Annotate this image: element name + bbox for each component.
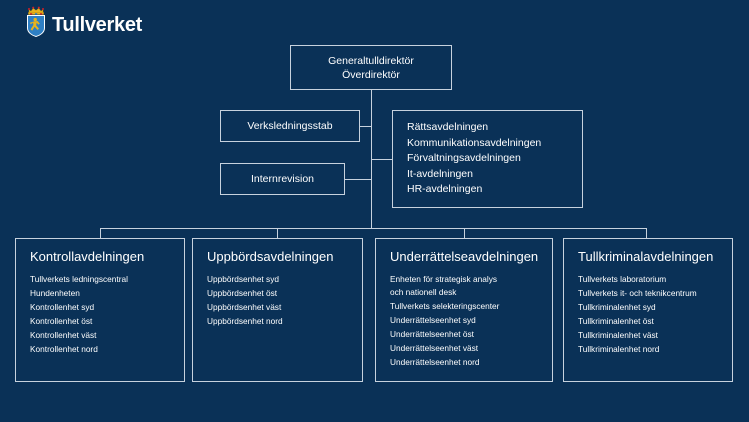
node-verksledningsstab: Verksledningsstab — [220, 110, 360, 142]
node-departments-list: Rättsavdelningen Kommunikationsavdelning… — [392, 110, 583, 208]
node-internrevision-label: Internrevision — [250, 173, 315, 185]
division-title: Underrättelseavdelningen — [390, 249, 539, 264]
division-underrattelseavdelningen: Underrättelseavdelningen Enheten för str… — [375, 238, 553, 382]
division-unit: Kontrollenhet nord — [30, 344, 98, 354]
division-unit: Uppbördsenhet syd — [207, 274, 279, 284]
connector-internrevision — [345, 179, 372, 180]
division-unit: Tullverkets it- och teknikcentrum — [578, 288, 697, 298]
node-verksledningsstab-label: Verksledningsstab — [247, 120, 333, 132]
brand-wordmark: Tullverket — [52, 13, 142, 36]
division-uppbordsavdelningen: Uppbördsavdelningen Uppbördsenhet syd Up… — [192, 238, 363, 382]
division-title: Uppbördsavdelningen — [207, 249, 334, 264]
division-unit: Hundenheten — [30, 288, 80, 298]
division-unit: Underrättelseenhet nord — [390, 356, 480, 367]
tullverket-coat-of-arms-icon — [24, 5, 48, 38]
division-unit: Underrättelseenhet syd — [390, 314, 476, 325]
division-unit: Underrättelseenhet väst — [390, 342, 479, 353]
department-item: HR-avdelningen — [407, 183, 483, 195]
division-unit: Tullverkets selekteringscenter — [390, 300, 500, 311]
division-unit: Tullkriminalenhet väst — [578, 330, 658, 340]
node-generaltulldirektor-line2: Överdirektör — [342, 68, 400, 81]
division-unit: Uppbördsenhet väst — [207, 302, 282, 312]
department-item: Rättsavdelningen — [407, 121, 489, 133]
division-unit: Tullkriminalenhet öst — [578, 316, 654, 326]
division-kontrollavdelningen: Kontrollavdelningen Tullverkets lednings… — [15, 238, 185, 382]
connector-drop-tullkriminalavdelningen — [646, 228, 647, 239]
division-unit: Enheten för strategisk analys och nation… — [390, 274, 497, 297]
division-unit: Tullverkets laboratorium — [578, 274, 667, 284]
division-unit: Tullverkets ledningscentral — [30, 274, 128, 284]
division-unit: Kontrollenhet öst — [30, 316, 93, 326]
connector-drop-kontrollavdelningen — [100, 228, 101, 239]
division-unit: Kontrollenhet syd — [30, 302, 95, 312]
division-unit: Underrättelseenhet öst — [390, 328, 474, 339]
connector-drop-underrattelseavdelningen — [464, 228, 465, 239]
department-item: It-avdelningen — [407, 167, 473, 180]
department-item: Kommunikationsavdelningen — [407, 136, 542, 149]
division-unit: Uppbördsenhet nord — [207, 316, 283, 326]
department-item: Förvaltningsavdelningen — [407, 152, 521, 164]
division-unit: Tullkriminalenhet syd — [578, 302, 656, 312]
tullverket-logo: Tullverket — [24, 5, 142, 38]
connector-drop-uppbordsavdelningen — [277, 228, 278, 239]
connector-division-bus — [100, 228, 646, 229]
division-title: Kontrollavdelningen — [30, 249, 145, 264]
division-tullkriminalavdelningen: Tullkriminalavdelningen Tullverkets labo… — [563, 238, 733, 382]
node-generaltulldirektor-line1: Generaltulldirektör — [328, 54, 414, 67]
connector-departments — [371, 159, 393, 160]
division-title: Tullkriminalavdelningen — [578, 249, 714, 264]
division-unit: Tullkriminalenhet nord — [578, 344, 660, 354]
division-unit: Kontrollenhet väst — [30, 330, 97, 340]
page-header: Tullverket — [0, 0, 749, 42]
division-unit: Uppbördsenhet öst — [207, 288, 278, 298]
node-internrevision: Internrevision — [220, 163, 345, 195]
connector-verksledningsstab — [360, 126, 372, 127]
node-generaltulldirektor: Generaltulldirektör Överdirektör — [290, 45, 452, 90]
